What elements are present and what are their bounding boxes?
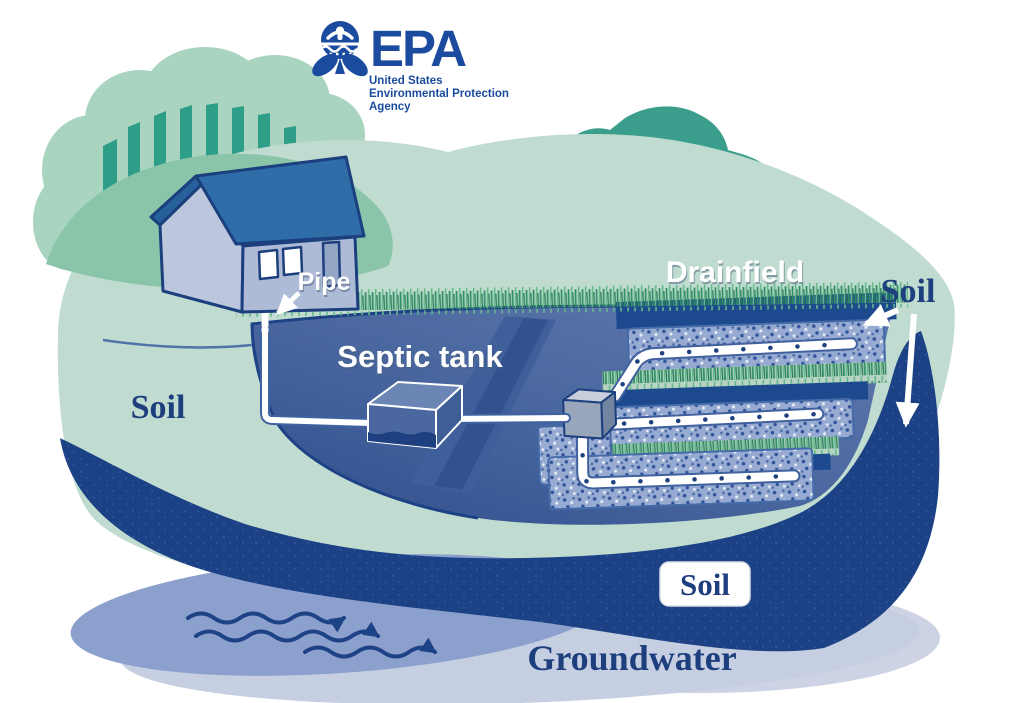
drainfield bbox=[537, 292, 897, 511]
house-roof bbox=[194, 155, 366, 246]
distribution-box bbox=[562, 388, 618, 440]
house bbox=[149, 155, 366, 314]
perforated-pipe-2 bbox=[601, 407, 825, 431]
soil-label-deep: Soil bbox=[680, 567, 730, 602]
pipe-arrow bbox=[275, 291, 301, 316]
subsoil-strip bbox=[262, 430, 881, 553]
ground-contour-line bbox=[102, 338, 253, 349]
excavation-wall-shade bbox=[434, 318, 548, 490]
epa-tagline-line1: United States bbox=[369, 75, 443, 87]
epa-flower-icon bbox=[312, 21, 368, 77]
house-window bbox=[257, 248, 280, 281]
grass-fringe bbox=[236, 281, 909, 317]
house-window bbox=[281, 245, 304, 277]
trench-wall bbox=[599, 381, 869, 409]
soil-label-right: Soil bbox=[881, 273, 936, 310]
epa-wordmark: EPA bbox=[370, 20, 466, 77]
perforated-pipe-1 bbox=[608, 337, 858, 403]
perforated-pipe-3 bbox=[575, 430, 801, 490]
epa-tagline-line3: Agency bbox=[369, 101, 411, 113]
soil-arrow-down bbox=[895, 313, 920, 428]
soil-label-left: Soil bbox=[131, 389, 186, 426]
epa-tagline-line2: Environmental Protection bbox=[369, 88, 509, 100]
soil-arrow-left bbox=[862, 304, 900, 327]
septic-tank bbox=[367, 381, 463, 449]
epa-logo: EPA United States Environmental Protecti… bbox=[312, 20, 509, 113]
groundwater-label: Groundwater bbox=[527, 638, 736, 678]
soil-deep-badge: Soil bbox=[659, 561, 751, 607]
septic-tank-label: Septic tank bbox=[337, 339, 503, 374]
house-door bbox=[321, 240, 342, 289]
groundwater-flow-arrows bbox=[186, 611, 437, 659]
drainfield-label: Drainfield bbox=[666, 256, 804, 289]
pipe-label: Pipe bbox=[298, 268, 351, 296]
